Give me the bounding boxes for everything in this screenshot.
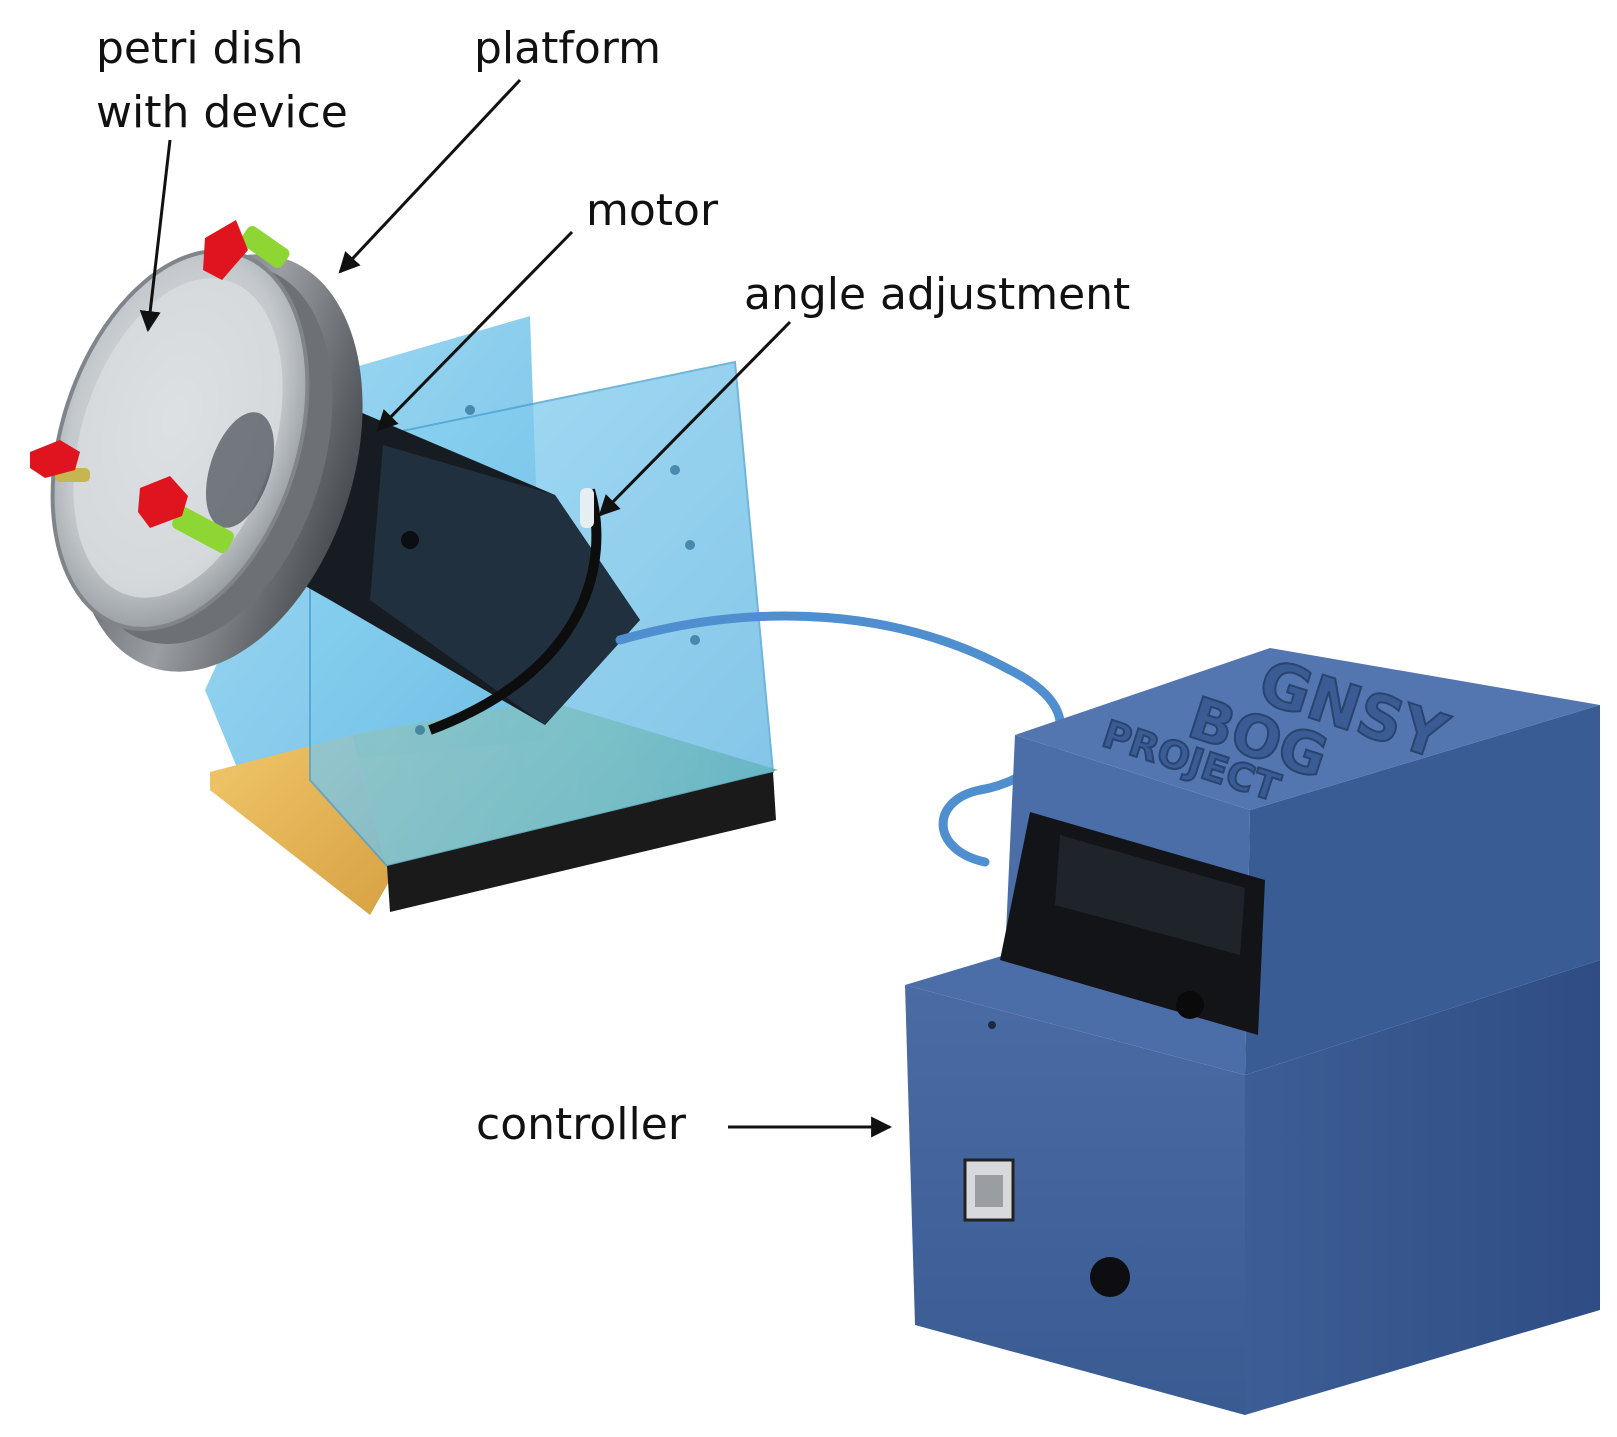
angle-adjustment-pin: [580, 488, 594, 528]
usb-port: [963, 1158, 1015, 1222]
label-petri-dish-line2: with device: [96, 87, 348, 138]
knob-top: [203, 220, 290, 280]
controller-box: [905, 648, 1600, 1415]
label-motor: motor: [586, 185, 719, 236]
knob-bottom: [138, 476, 234, 554]
base-strip: [387, 772, 776, 912]
arrow-petri-dish: [139, 139, 172, 333]
arrow-platform: [338, 78, 522, 274]
arrow-angle-adjustment: [598, 320, 792, 517]
label-controller: controller: [476, 1099, 686, 1150]
angle-adjustment-slot: [428, 488, 602, 735]
controller-top: [1015, 648, 1600, 810]
label-platform: platform: [474, 23, 661, 74]
arrow-motor: [376, 230, 574, 432]
clamp-bolts: [30, 220, 290, 554]
platform-assembly: [50, 248, 363, 672]
label-petri-dish-line1: petri dish: [96, 23, 304, 74]
knob-left: [30, 440, 90, 482]
usb-cable: [615, 611, 1065, 867]
motor-body: [268, 412, 640, 725]
rotary-knob: [1176, 991, 1204, 1019]
controller-side: [1245, 960, 1600, 1415]
leader-arrows: [139, 78, 893, 1138]
power-jack: [1090, 1257, 1130, 1297]
controller-front: [905, 985, 1245, 1415]
label-angle-adjustment: angle adjustment: [744, 269, 1131, 320]
